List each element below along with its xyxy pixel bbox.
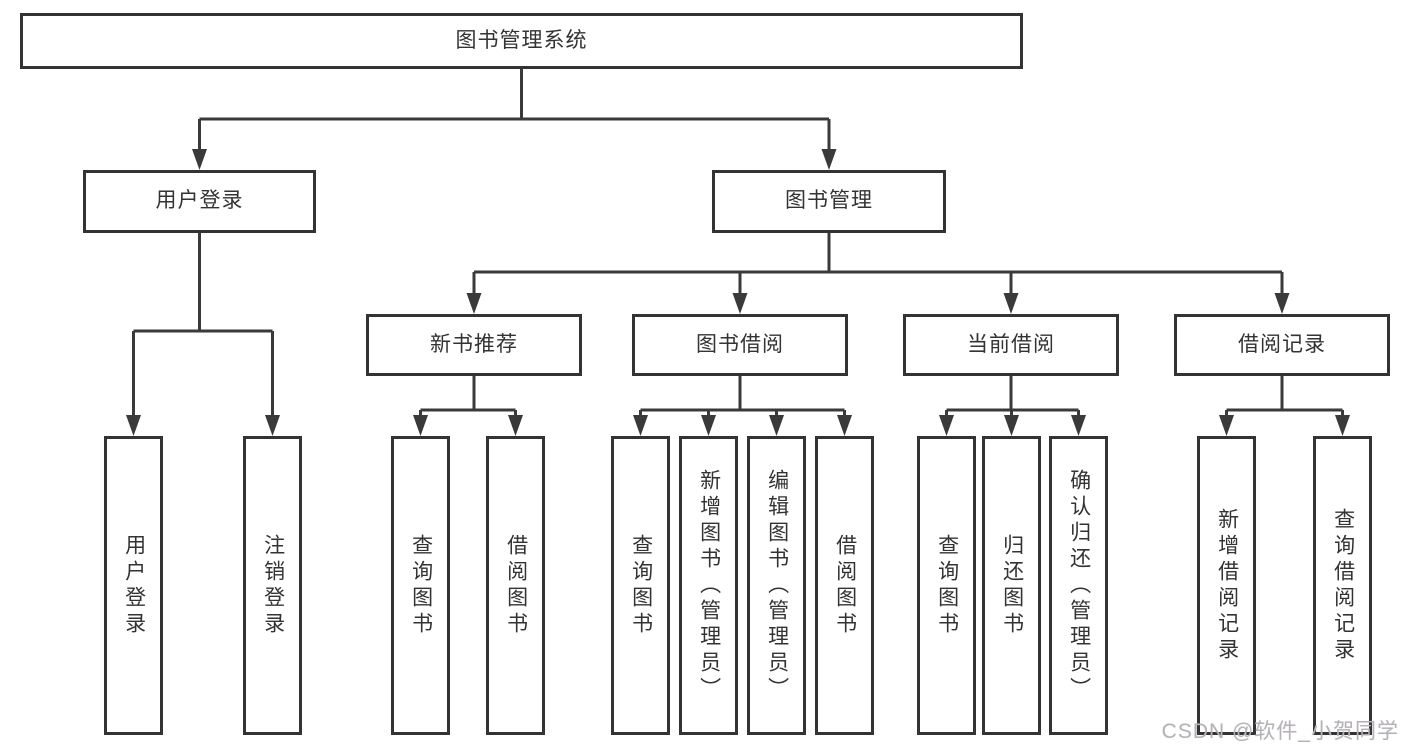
connector-user-login — [133, 233, 273, 333]
leaf-add-book-admin: 新增图书（管理员） — [679, 436, 738, 735]
leaf-user-login: 用户登录 — [104, 436, 163, 735]
connector-root — [199, 69, 829, 121]
leaf-logout-login: 注销登录 — [243, 436, 302, 735]
leaf-query-book-recommend: 查询图书 — [391, 436, 450, 735]
node-new-book-recommend: 新书推荐 — [366, 314, 582, 376]
node-root: 图书管理系统 — [20, 13, 1023, 69]
connector-book-borrow — [640, 376, 845, 412]
node-book-borrow: 图书借阅 — [632, 314, 848, 376]
leaf-query-borrow-record: 查询借阅记录 — [1313, 436, 1372, 735]
node-borrow-record: 借阅记录 — [1174, 314, 1390, 376]
leaf-return-book: 归还图书 — [982, 436, 1041, 735]
connector-current-borrow — [946, 376, 1079, 412]
node-book-management: 图书管理 — [712, 170, 946, 233]
leaf-add-borrow-record: 新增借阅记录 — [1197, 436, 1256, 735]
connector-new-book — [420, 376, 516, 412]
leaf-query-book-borrow: 查询图书 — [611, 436, 670, 735]
leaf-edit-book-admin: 编辑图书（管理员） — [747, 436, 806, 735]
leaf-borrow-book: 借阅图书 — [815, 436, 874, 735]
node-user-login: 用户登录 — [83, 170, 316, 233]
leaf-confirm-return-admin: 确认归还（管理员） — [1049, 436, 1108, 735]
connector-borrow-record — [1226, 376, 1343, 412]
connector-book-management — [474, 233, 1282, 274]
node-current-borrow: 当前借阅 — [903, 314, 1119, 376]
leaf-borrow-book-recommend: 借阅图书 — [486, 436, 545, 735]
leaf-query-book-current: 查询图书 — [917, 436, 976, 735]
watermark: CSDN @软件_小贺同学 — [1161, 720, 1399, 743]
